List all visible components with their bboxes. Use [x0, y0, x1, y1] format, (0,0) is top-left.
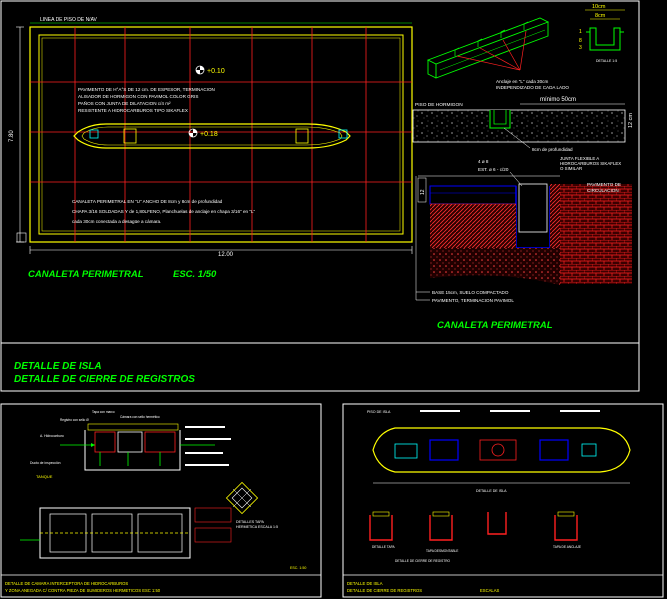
svg-text:Tapa con marco: Tapa con marco: [92, 410, 115, 414]
svg-text:ALISADOR DE HORMIGON CON PAVIM: ALISADOR DE HORMIGON CON PAVIMOL COLOR G…: [78, 94, 198, 99]
svg-text:PAVIMENTO DE H°A°S DE 12 cm. D: PAVIMENTO DE H°A°S DE 12 cm. DE ESPESOR,…: [78, 87, 215, 92]
svg-text:12 cm: 12 cm: [628, 113, 634, 128]
plan-dimension-height: 7.80: [9, 26, 27, 243]
svg-text:PISO DE HORMIGON: PISO DE HORMIGON: [415, 102, 463, 108]
svg-text:DETALLE 1:5: DETALLE 1:5: [596, 59, 617, 63]
svg-text:A. Hidrocarburo: A. Hidrocarburo: [40, 434, 64, 438]
svg-text:+0.18: +0.18: [200, 131, 218, 138]
svg-text:1: 1: [579, 29, 582, 35]
svg-text:HIDROCARBUROS SIKAFLEX: HIDROCARBUROS SIKAFLEX: [560, 161, 621, 166]
svg-text:ESCALAS: ESCALAS: [480, 588, 500, 593]
svg-text:12: 12: [420, 189, 426, 195]
svg-text:TANQUE: TANQUE: [36, 474, 53, 479]
svg-text:INDEPENDIZADO DE CADA LADO: INDEPENDIZADO DE CADA LADO: [496, 85, 569, 90]
svg-text:DETALLES TAPA: DETALLES TAPA: [236, 520, 264, 524]
svg-text:Y ZONA ANEGADA C/ CONTRA PIEZA: Y ZONA ANEGADA C/ CONTRA PIEZA DE SUMIDE…: [5, 588, 161, 593]
svg-text:DETALLE DE ISLA: DETALLE DE ISLA: [476, 489, 507, 493]
island-detail-sheet: PISO DE ISLA DETALLE DE ISLA DETALLE TAP…: [347, 410, 631, 593]
island-plan: LINEA DE PISO DE N/AV +0.10: [9, 17, 413, 280]
svg-text:+0.10: +0.10: [207, 68, 225, 75]
island-dispenser-right: [295, 128, 309, 144]
gutter-cross-section: 4 ø 8 EST. ø 6 - c/20 JUNTA FLEXIBLE A H…: [415, 156, 632, 331]
svg-text:JUNTA FLEXIBLE A: JUNTA FLEXIBLE A: [560, 156, 599, 161]
svg-text:PAVIMENTO, TERMINACION PAVIMOL: PAVIMENTO, TERMINACION PAVIMOL: [432, 298, 514, 303]
plan-outline: [29, 26, 413, 243]
section-caption: CANALETA PERIMETRAL: [437, 320, 553, 331]
svg-text:CIRCULACION: CIRCULACION: [587, 188, 619, 193]
plan-caption: CANALETA PERIMETRAL: [28, 269, 144, 280]
level-marker-upper: +0.10: [195, 65, 225, 75]
svg-text:PISO DE ISLA: PISO DE ISLA: [367, 410, 391, 414]
svg-text:8cm: 8cm: [595, 13, 606, 19]
svg-text:8cm de profundidad: 8cm de profundidad: [532, 147, 573, 152]
interceptor-detail: Tapa con marco Cámara con sello hermétic…: [5, 410, 306, 593]
gutter-profile-small: 10cm 8cm 1 8 3 DETALLE 1:5: [579, 4, 625, 63]
svg-text:PAVIMENTO DE: PAVIMENTO DE: [587, 182, 621, 187]
svg-text:HERMETICA ESCALA 1:5: HERMETICA ESCALA 1:5: [236, 525, 278, 529]
level-marker-center: +0.18: [188, 128, 218, 138]
svg-text:DETALLE TAPA: DETALLE TAPA: [372, 545, 395, 549]
svg-text:8: 8: [579, 38, 582, 44]
plan-dimension-width: 12.00: [29, 246, 413, 258]
plan-scale: ESC. 1/50: [173, 269, 217, 280]
bottom-right-frame: [342, 403, 664, 598]
concrete-section: PISO DE HORMIGON mínimo 50cm 12 cm 8cm d…: [412, 97, 634, 152]
island-box-right: [338, 129, 348, 139]
svg-text:DETALLE DE CIERRE DE REGISTRO: DETALLE DE CIERRE DE REGISTRO: [395, 559, 451, 563]
island-dispenser-left: [123, 128, 137, 144]
plan-top-label: LINEA DE PISO DE N/AV: [40, 17, 98, 23]
svg-text:12.00: 12.00: [218, 252, 234, 258]
island-shape: [73, 123, 351, 149]
svg-text:Ducto de inspección: Ducto de inspección: [30, 461, 61, 465]
svg-text:TAPA DE ANCLAJE: TAPA DE ANCLAJE: [553, 545, 581, 549]
main-title-1: DETALLE DE ISLA: [14, 361, 102, 372]
svg-text:10cm: 10cm: [592, 4, 606, 10]
top-sheet-frame: [0, 0, 640, 392]
paving-note: PAVIMENTO DE H°A°S DE 12 cm. DE ESPESOR,…: [78, 87, 215, 113]
svg-text:BASE 15cm, SUELO COMPACTADO: BASE 15cm, SUELO COMPACTADO: [432, 290, 509, 295]
island-box-left: [89, 129, 99, 139]
gutter-note: CANALETA PERIMETRAL EN "U" ANCHO DE 8cm …: [72, 199, 256, 224]
tapa-detail: DETALLES TAPA HERMETICA ESCALA 1:5: [225, 481, 278, 529]
svg-text:CANALETA PERIMETRAL EN "U" ANC: CANALETA PERIMETRAL EN "U" ANCHO DE 8cm …: [72, 199, 223, 204]
svg-text:TAPA DESMONTABLE: TAPA DESMONTABLE: [426, 549, 458, 553]
svg-text:CHAPA 3/16 SOLDADAS Y de 1,80L: CHAPA 3/16 SOLDADAS Y de 1,80LFENO, Plan…: [72, 209, 256, 214]
svg-text:7.80: 7.80: [9, 130, 15, 142]
svg-text:ESC. 1:50: ESC. 1:50: [290, 566, 306, 570]
svg-text:Anclaje en "L" cada 30cm: Anclaje en "L" cada 30cm: [496, 79, 548, 84]
svg-text:4 ø 8: 4 ø 8: [478, 159, 489, 164]
svg-text:O SIMILAR: O SIMILAR: [560, 166, 582, 171]
main-title-2: DETALLE DE CIERRE DE REGISTROS: [14, 374, 195, 385]
svg-text:cada 30cm conectada a desagüe: cada 30cm conectada a desagüe a cámara.: [72, 219, 161, 224]
svg-text:DETALLE DE ISLA: DETALLE DE ISLA: [347, 581, 383, 586]
svg-text:RESISTENTE A HIDROCARBUROS TIP: RESISTENTE A HIDROCARBUROS TIPO SIKAFLEX: [78, 108, 188, 113]
svg-text:DETALLE DE CAMARA INTERCEPTORA: DETALLE DE CAMARA INTERCEPTORA DE HIDROC…: [5, 581, 128, 586]
svg-text:DETALLE DE CIERRE DE REGISTROS: DETALLE DE CIERRE DE REGISTROS: [347, 588, 422, 593]
svg-text:EST. ø 6 - c/20: EST. ø 6 - c/20: [478, 167, 509, 172]
svg-text:PAÑOS CON JUNTA DE DILATACION: PAÑOS CON JUNTA DE DILATACION c/4 m²: [78, 100, 171, 106]
gutter-iso-detail: Anclaje en "L" cada 30cm INDEPENDIZADO D…: [426, 4, 625, 90]
bottom-left-frame: [0, 403, 322, 598]
svg-text:Cámara con sello hermético: Cámara con sello hermético: [120, 415, 160, 419]
svg-text:mínimo 50cm: mínimo 50cm: [540, 97, 576, 103]
svg-text:3: 3: [579, 45, 582, 51]
svg-text:Registro con sello Ø: Registro con sello Ø: [60, 418, 89, 422]
